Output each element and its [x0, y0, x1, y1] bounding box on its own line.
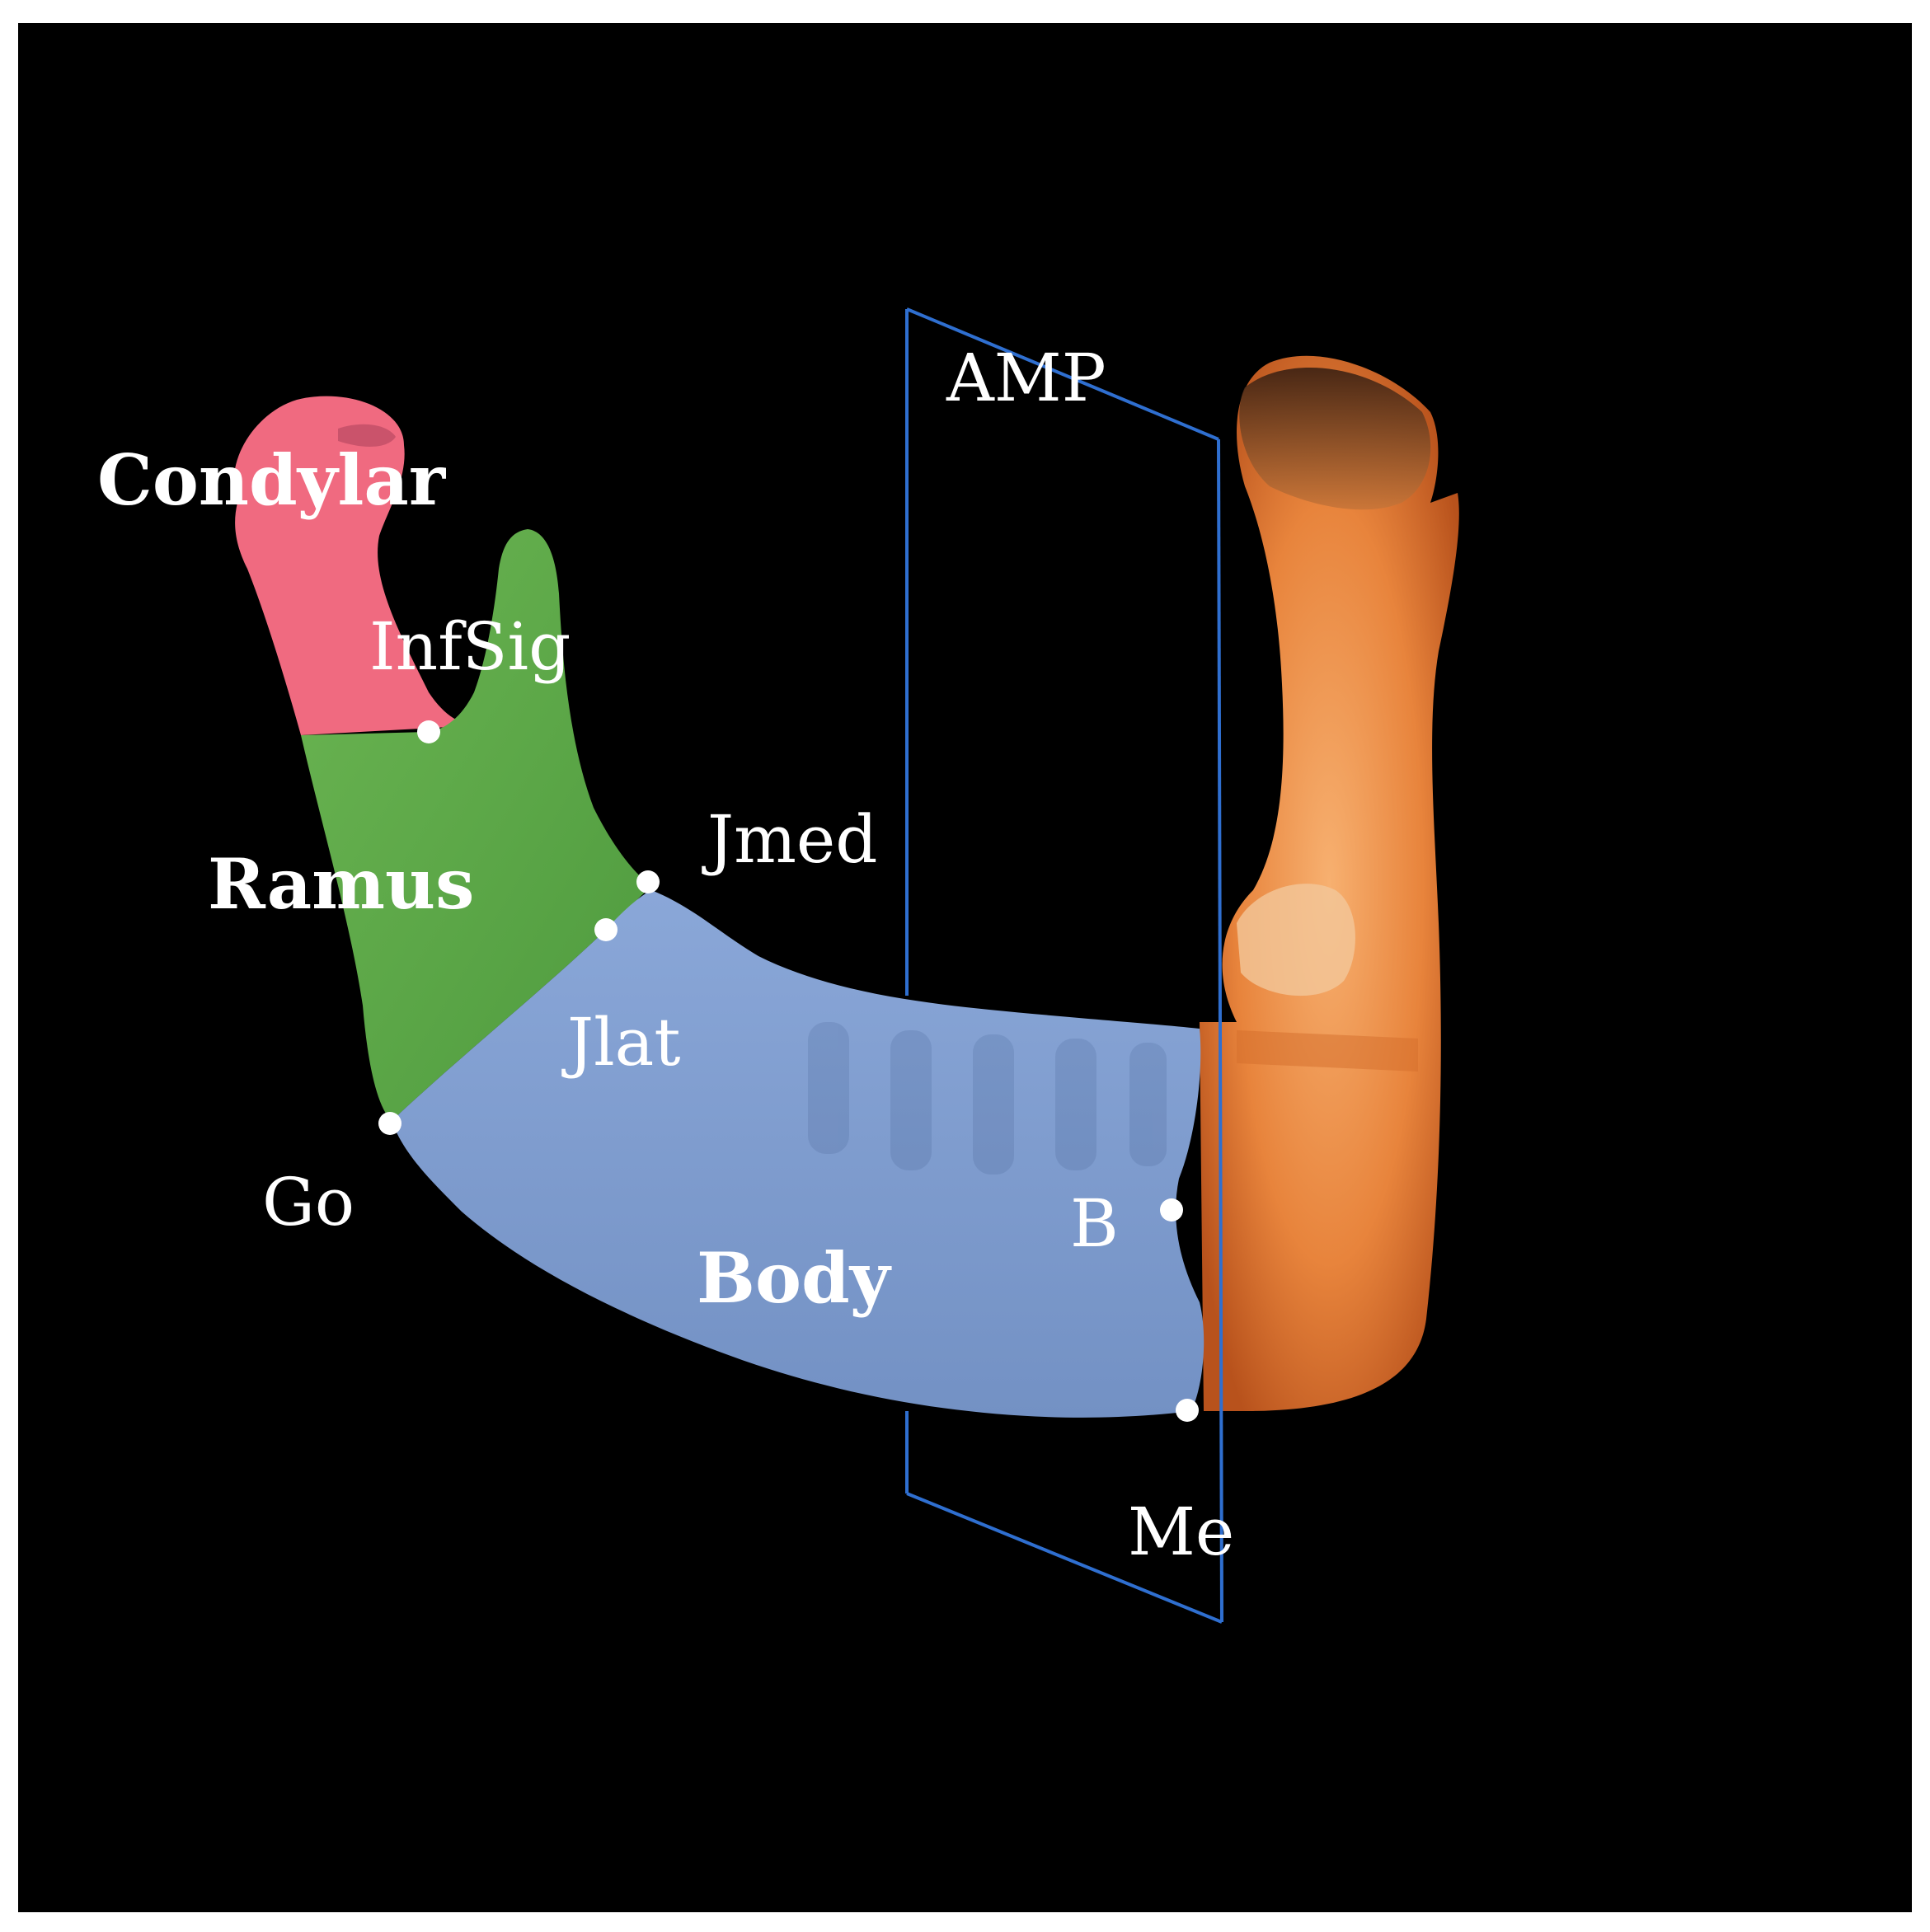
landmark-dot-b — [1160, 1198, 1183, 1222]
contralateral-mandible — [1200, 355, 1459, 1411]
label-jmed: Jmed — [702, 801, 877, 878]
label-go: Go — [262, 1164, 355, 1240]
label-jlat: Jlat — [561, 1004, 681, 1081]
label-me: Me — [1128, 1494, 1234, 1570]
tooth-root-shading — [808, 1022, 1167, 1175]
label-infsig: InfSig — [369, 608, 571, 685]
image-background — [18, 23, 1912, 1912]
landmark-dot-go — [378, 1112, 401, 1135]
ramus-region — [301, 529, 651, 1121]
label-ramus: Ramus — [208, 843, 474, 925]
landmark-dot-jmed — [636, 870, 660, 893]
landmark-dot-infsig — [417, 720, 440, 743]
body-region — [392, 890, 1204, 1418]
landmark-dot-me — [1176, 1399, 1199, 1422]
amp-plane — [905, 307, 1223, 1624]
label-condylar: Condylar — [97, 439, 447, 521]
label-b: B — [1070, 1185, 1119, 1262]
label-amp: AMP — [946, 340, 1106, 416]
label-body: Body — [697, 1237, 892, 1319]
landmark-dot-jlat — [594, 918, 618, 941]
condylar-region — [233, 396, 478, 735]
